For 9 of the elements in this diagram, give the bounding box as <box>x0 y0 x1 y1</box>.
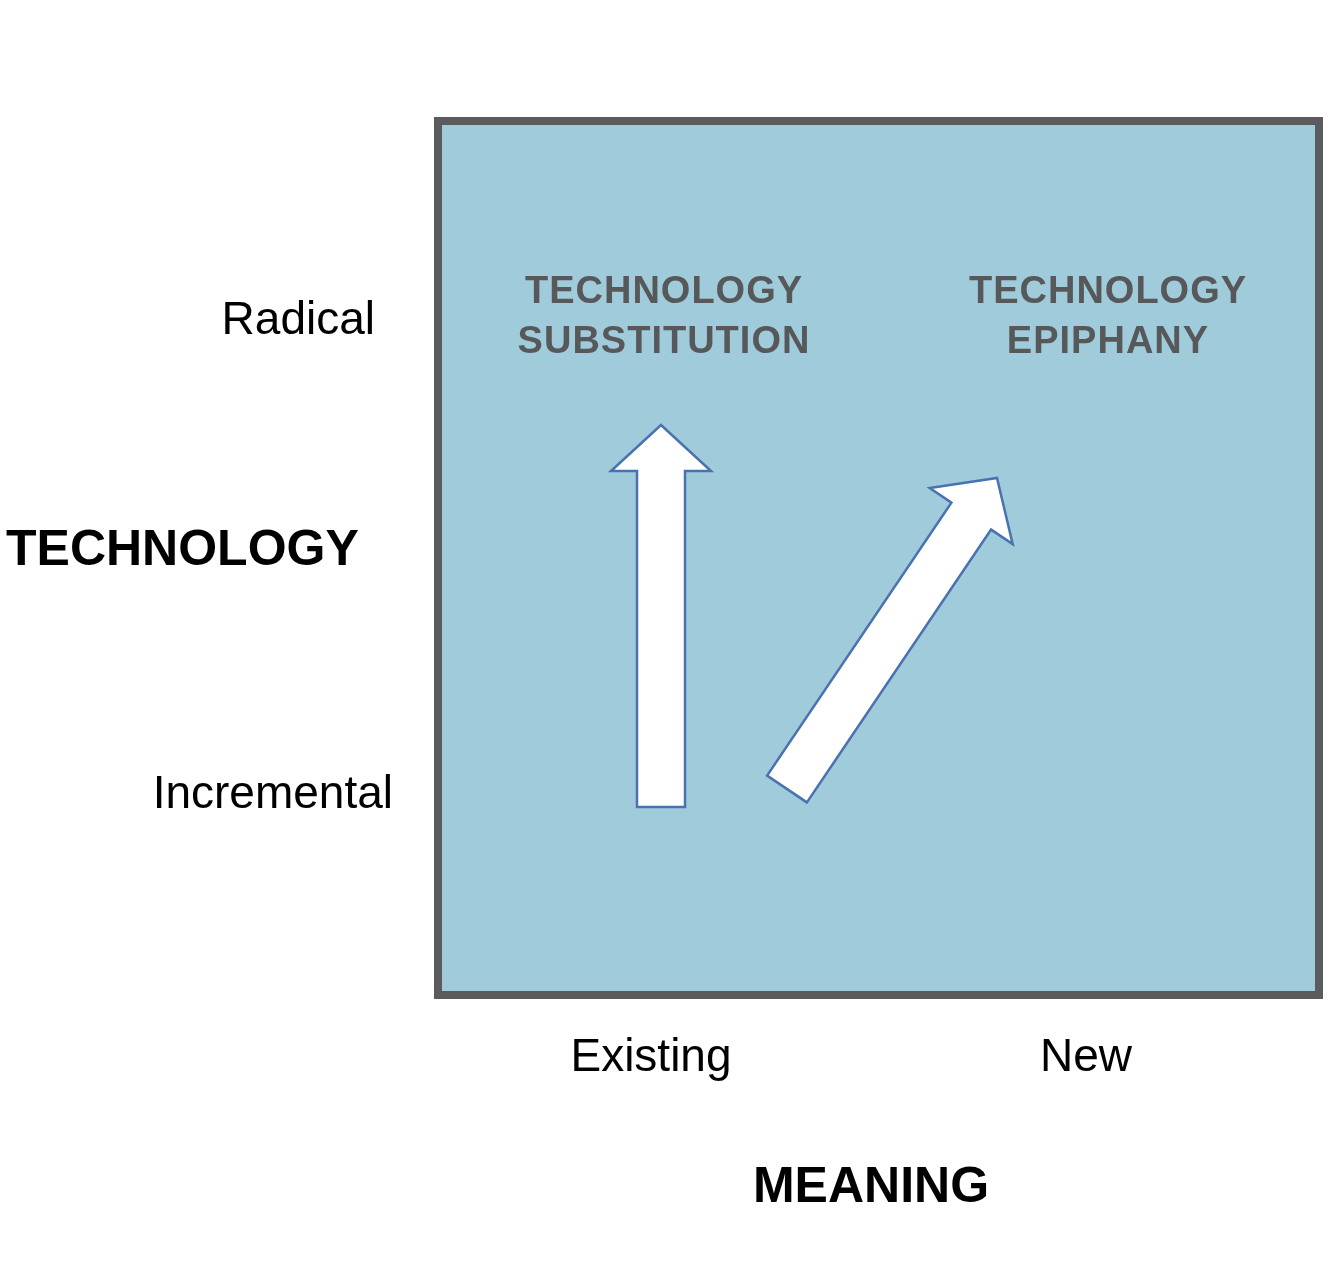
quadrant-panel <box>434 117 1323 999</box>
quadrant-title: TECHNOLOGY SUBSTITUTION <box>516 268 812 363</box>
axis-title: TECHNOLOGY <box>6 519 359 577</box>
axis-title: MEANING <box>752 1156 990 1214</box>
axis-label: Radical <box>221 291 375 345</box>
axis-label: Existing <box>570 1028 732 1082</box>
axis-label: Incremental <box>152 765 393 819</box>
axis-label: New <box>1040 1028 1132 1082</box>
quadrant-title: TECHNOLOGY EPIPHANY <box>967 268 1249 363</box>
